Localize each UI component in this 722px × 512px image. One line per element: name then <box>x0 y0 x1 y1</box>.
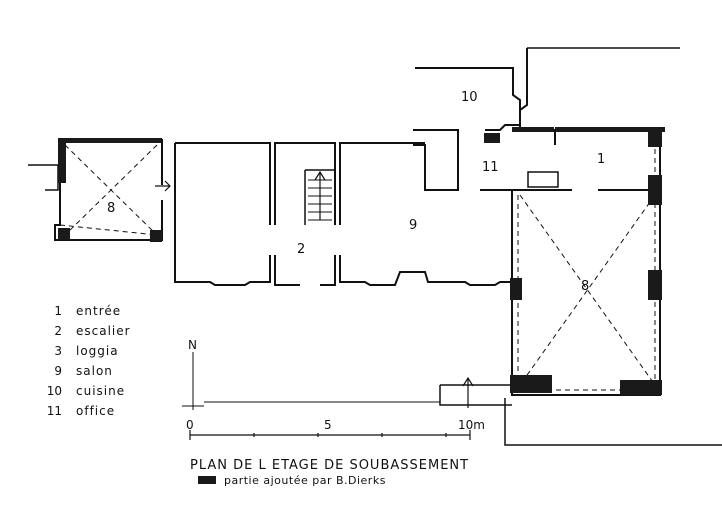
added-right-top <box>555 127 665 132</box>
added-right-left1 <box>510 278 522 300</box>
room-label-10: 10 <box>461 90 478 105</box>
right-pavilion <box>511 129 661 396</box>
room-label-9: 9 <box>409 218 418 233</box>
left-vault <box>64 144 158 236</box>
plan-subtitle: partie ajoutée par B.Dierks <box>224 474 386 487</box>
room-label-2: 2 <box>297 242 306 257</box>
left-dashed-edge <box>59 224 158 241</box>
legend-label: salon <box>76 364 113 378</box>
scale-mid: 5 <box>324 418 332 432</box>
left-entry-arrow <box>155 180 171 192</box>
legend-num: 1 <box>54 304 62 318</box>
left-pavilion <box>54 139 163 241</box>
legend-num: 3 <box>54 344 62 358</box>
added-left-corner <box>58 228 70 240</box>
legend-label: cuisine <box>76 384 126 398</box>
kitchen-box <box>527 171 559 188</box>
added-right-corner-br <box>620 380 662 395</box>
added-right-side1 <box>648 175 662 205</box>
kitchen-wall <box>415 67 521 125</box>
scale-end: 10m <box>458 418 485 432</box>
legend-label: office <box>76 404 116 418</box>
added-left-top <box>58 138 162 143</box>
legend-num: 9 <box>54 364 62 378</box>
added-right-side2 <box>648 270 662 300</box>
added-office-box <box>484 133 500 143</box>
right-dashed-edge <box>517 140 656 391</box>
added-right-corner-tr <box>648 127 662 147</box>
main-top <box>175 142 425 225</box>
room-label-11: 11 <box>482 160 499 175</box>
added-left-corner2 <box>150 230 162 242</box>
room-label-1: 1 <box>597 152 606 167</box>
office-wall <box>413 129 459 191</box>
north-line <box>182 352 440 410</box>
plan-title: PLAN DE L ETAGE DE SOUBASSEMENT <box>190 458 470 473</box>
stair-wall <box>304 169 335 225</box>
added-right-corner-bl <box>510 375 552 393</box>
added-left-side <box>58 138 66 183</box>
added-right-top-l <box>512 127 554 132</box>
legend-label: entrée <box>76 304 122 318</box>
added-legend-swatch <box>198 476 216 484</box>
legend-label: escalier <box>76 324 131 338</box>
scale-bar <box>189 430 471 440</box>
right-vault <box>519 194 656 386</box>
room-label-8-left: 8 <box>107 201 116 216</box>
room-label-8-right: 8 <box>581 279 590 294</box>
scale-zero: 0 <box>186 418 194 432</box>
north-label: N <box>188 338 197 352</box>
terrace <box>439 384 722 446</box>
kitchen-wall-vert <box>519 48 528 111</box>
entry-arrow <box>462 376 474 408</box>
main-outline <box>174 143 513 290</box>
legend-label: loggia <box>76 344 119 358</box>
legend-num: 10 <box>46 384 62 398</box>
legend-num: 11 <box>46 404 62 418</box>
stair-arrow <box>314 170 326 220</box>
legend-num: 2 <box>54 324 62 338</box>
left-entry <box>28 164 59 191</box>
